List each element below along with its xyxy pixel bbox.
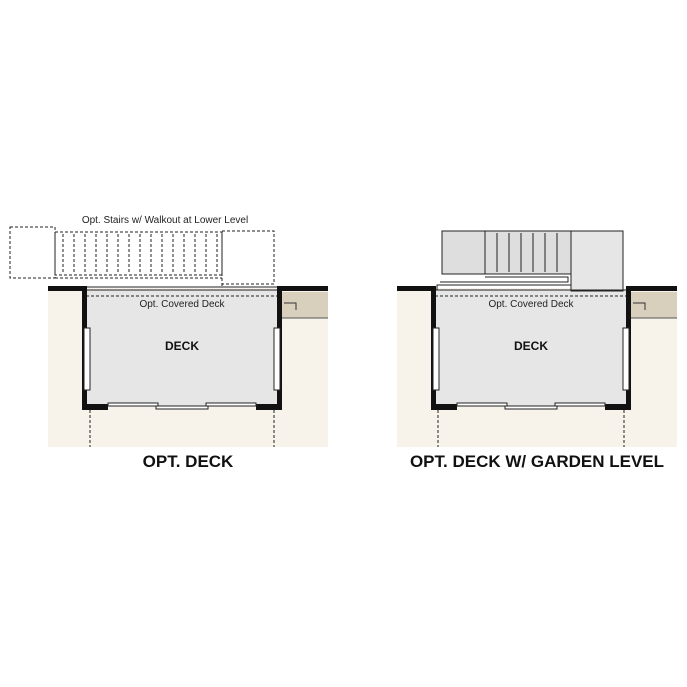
top-wall-left-a: [48, 286, 86, 291]
deck-label-right: DECK: [514, 339, 548, 353]
top-wall-right-a: [397, 286, 435, 291]
stair-run-right: [484, 230, 572, 275]
stair-railing-right: [436, 273, 572, 290]
bottom-wall-left-a: [82, 404, 108, 410]
caption-right: OPT. DECK W/ GARDEN LEVEL: [410, 452, 664, 471]
stair-treads-right: [496, 233, 558, 272]
covered-deck-label-right: Opt. Covered Deck: [488, 299, 574, 310]
bottom-wall-left-b: [256, 404, 282, 410]
covered-deck-label-left: Opt. Covered Deck: [139, 299, 225, 310]
stair-landing-right: [441, 230, 486, 275]
bottom-wall-right-a: [431, 404, 457, 410]
stairs-label-left: Opt. Stairs w/ Walkout at Lower Level: [82, 215, 248, 226]
bottom-wall-right-b: [605, 404, 631, 410]
caption-left: OPT. DECK: [143, 452, 234, 471]
window-right-l: [432, 327, 440, 391]
window-right-r: [622, 327, 630, 391]
optional-stairs-left: [9, 226, 275, 288]
siding-strip-left: [278, 292, 328, 318]
deck-label-left: DECK: [165, 339, 199, 353]
window-left-l: [83, 327, 91, 391]
sliding-door-right: [456, 402, 606, 410]
top-wall-right-b: [627, 286, 677, 291]
window-left-r: [273, 327, 281, 391]
siding-strip-right: [627, 292, 677, 318]
sliding-door-left: [107, 402, 257, 410]
plan-opt-deck-garden-level: Opt. Covered Deck DECK OPT. DECK W/ GARD…: [397, 230, 677, 471]
upper-landing-right: [570, 230, 624, 292]
plan-opt-deck: Opt. Stairs w/ Walkout at Lower Level Op…: [9, 215, 328, 471]
top-wall-left-b: [278, 286, 328, 291]
stair-treads-left: [62, 234, 218, 273]
deck-floor-right: [435, 290, 627, 406]
deck-floor-left: [86, 290, 278, 406]
